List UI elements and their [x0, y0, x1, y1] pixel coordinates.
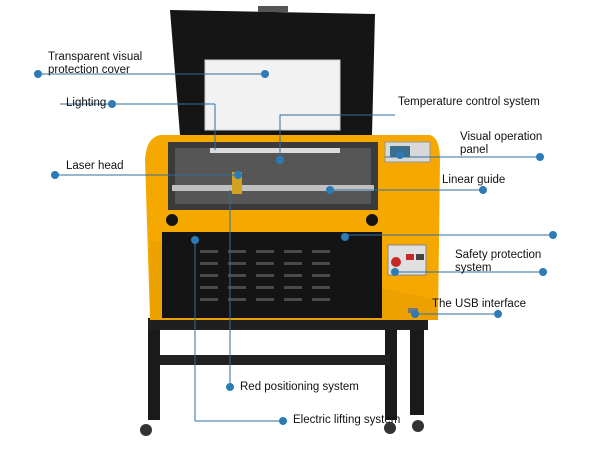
label-visual-panel-line2: panel — [460, 144, 489, 156]
label-visual-panel-line1: Visual operation — [460, 131, 543, 143]
unlabeled-target-dot — [341, 233, 349, 241]
machine-body — [145, 135, 440, 320]
temperature-target-dot — [276, 156, 284, 164]
red-positioning-dot — [226, 383, 234, 391]
protection-cover — [170, 6, 375, 135]
label-lighting: Lighting — [66, 97, 107, 109]
label-laser-head: Laser head — [66, 160, 124, 172]
label-cover: Transparent visual protection cover — [48, 51, 142, 77]
laser-head-dot — [51, 171, 59, 179]
unlabeled-dot — [549, 231, 557, 239]
label-electric-lifting: Electric lifting system — [293, 414, 401, 426]
label-cover-line1: Transparent visual — [48, 51, 143, 63]
usb-dot — [494, 310, 502, 318]
label-linear-guide: Linear guide — [442, 174, 506, 186]
usb-target-dot — [411, 310, 419, 318]
label-safety: Safety protection system — [455, 249, 541, 275]
laser-head-target-dot — [234, 171, 242, 179]
leader-lines — [40, 73, 553, 421]
safety-target-dot — [391, 268, 399, 276]
label-red-positioning: Red positioning system — [240, 381, 359, 393]
label-safety-line2: system — [455, 262, 492, 274]
label-safety-line1: Safety protection — [455, 249, 542, 261]
panel-target-dot — [396, 151, 404, 159]
label-cover-line2: protection cover — [48, 64, 130, 76]
machine-stand — [140, 318, 428, 436]
panel-dot — [536, 153, 544, 161]
guide-dot — [479, 186, 487, 194]
cover-target-dot — [261, 70, 269, 78]
safety-dot — [539, 268, 547, 276]
annotation-dots — [34, 70, 557, 425]
label-temperature: Temperature control system — [398, 96, 540, 108]
label-visual-panel: Visual operation panel — [460, 131, 542, 157]
label-usb: The USB interface — [432, 298, 526, 310]
cover-dot — [34, 70, 42, 78]
guide-target-dot — [326, 186, 334, 194]
lifting-target-dot — [191, 236, 199, 244]
lighting-dot — [108, 100, 116, 108]
